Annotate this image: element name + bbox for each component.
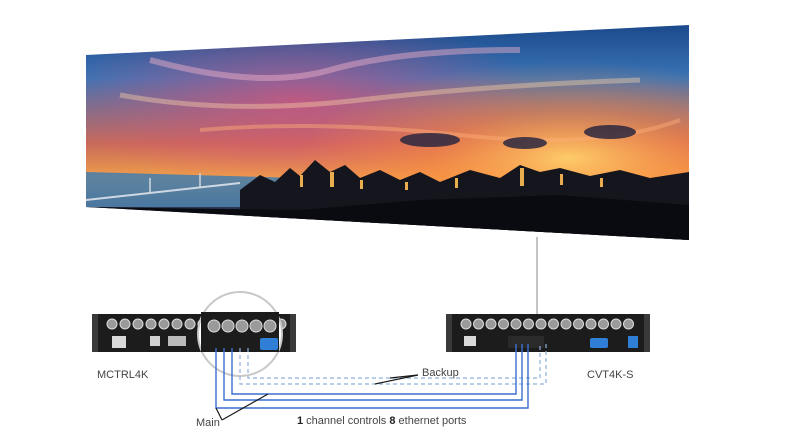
ethernet-port <box>524 319 534 329</box>
ethernet-port <box>222 320 234 332</box>
led-display-screen <box>86 25 689 240</box>
cvt4k-s-device <box>446 314 650 352</box>
ethernet-port <box>208 320 220 332</box>
ethernet-port <box>172 319 182 329</box>
ethernet-port <box>574 319 584 329</box>
ethernet-port <box>250 320 262 332</box>
caption: 1 channel controls 8 ethernet ports <box>297 415 466 427</box>
ethernet-port <box>107 319 117 329</box>
ethernet-port <box>159 319 169 329</box>
ethernet-port <box>561 319 571 329</box>
ethernet-port <box>120 319 130 329</box>
ethernet-port <box>264 320 276 332</box>
ethernet-port <box>146 319 156 329</box>
backup-label: Backup <box>422 367 459 379</box>
mctrl4k-label: MCTRL4K <box>97 369 148 381</box>
ethernet-port <box>474 319 484 329</box>
cvt4k-s-label: CVT4K-S <box>587 369 633 381</box>
ethernet-port <box>599 319 609 329</box>
ethernet-port <box>549 319 559 329</box>
ethernet-port <box>511 319 521 329</box>
caption-text2: ethernet ports <box>395 415 466 427</box>
ethernet-port <box>499 319 509 329</box>
ethernet-port <box>624 319 634 329</box>
ethernet-port <box>461 319 471 329</box>
caption-text1: channel controls <box>303 415 389 427</box>
ethernet-port <box>185 319 195 329</box>
ethernet-port <box>486 319 496 329</box>
ethernet-port <box>536 319 546 329</box>
ethernet-port <box>133 319 143 329</box>
ethernet-port <box>611 319 621 329</box>
main-label: Main <box>196 417 220 429</box>
ethernet-port <box>236 320 248 332</box>
backup-pointer <box>375 375 418 384</box>
ethernet-port <box>586 319 596 329</box>
